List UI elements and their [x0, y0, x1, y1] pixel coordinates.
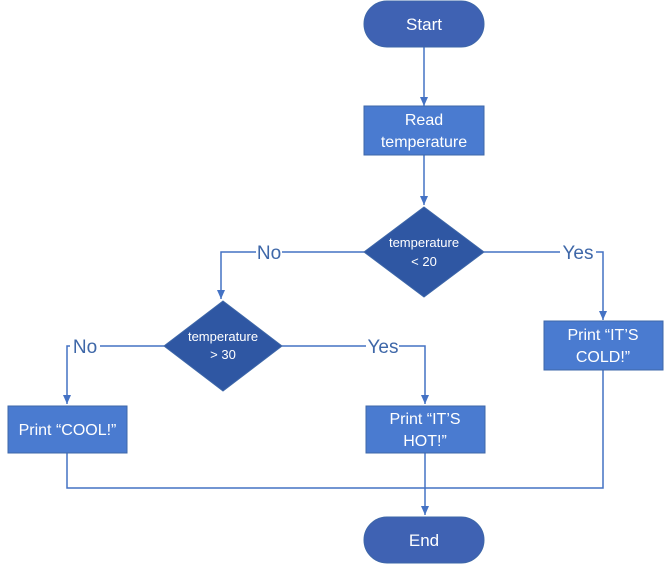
print-cool-label: Print “COOL!” [19, 422, 117, 439]
print-cold-shape [543, 320, 664, 371]
edge-lt20-yes-to-print-cold [484, 251, 603, 320]
read-temperature-node: Read temperature [363, 105, 485, 156]
print-hot-node: Print “IT’S HOT!” [365, 405, 486, 454]
connectors [67, 47, 603, 515]
print-cool-shape [7, 405, 128, 454]
read-temperature-shape [363, 105, 485, 156]
edge-labels: No Yes No Yes [73, 243, 594, 358]
end-label: End [409, 531, 439, 550]
print-hot-line1: Print “IT’S [389, 411, 460, 428]
print-cold-node: Print “IT’S COLD!” [543, 320, 664, 371]
decision-gt30-line2: > 30 [210, 347, 236, 362]
edge-label-lt20-no: No [257, 243, 281, 264]
edge-gt30-yes-to-print-hot [282, 345, 425, 404]
edge-label-lt20-yes: Yes [563, 243, 594, 264]
edge-lt20-no-to-decision-gt30 [221, 251, 364, 299]
start-terminal-shape [363, 0, 485, 48]
print-cold-line1: Print “IT’S [567, 327, 638, 344]
decision-lt20-shape [363, 206, 485, 298]
edge-label-gt30-yes: Yes [368, 337, 399, 358]
edge-print-cold-to-end [424, 370, 604, 489]
decision-lt20-node: temperature < 20 [363, 206, 485, 298]
edge-gt30-no-to-print-cool [67, 345, 164, 404]
end-terminal-shape [363, 516, 485, 564]
print-cold-line2: COLD!” [576, 349, 630, 366]
decision-gt30-shape [163, 300, 283, 392]
edge-print-cool-to-end [66, 453, 424, 489]
read-temperature-line1: Read [405, 112, 443, 129]
decision-lt20-line1: temperature [389, 235, 459, 250]
print-hot-line2: HOT!” [403, 433, 447, 450]
decision-lt20-line2: < 20 [411, 254, 437, 269]
decision-gt30-node: temperature > 30 [163, 300, 283, 392]
end-node: End [363, 516, 485, 564]
print-hot-shape [365, 405, 486, 454]
start-label: Start [406, 15, 442, 34]
print-cool-node: Print “COOL!” [7, 405, 128, 454]
start-node: Start [363, 0, 485, 48]
decision-gt30-line1: temperature [188, 329, 258, 344]
edge-label-gt30-no: No [73, 337, 97, 358]
read-temperature-line2: temperature [381, 134, 467, 151]
